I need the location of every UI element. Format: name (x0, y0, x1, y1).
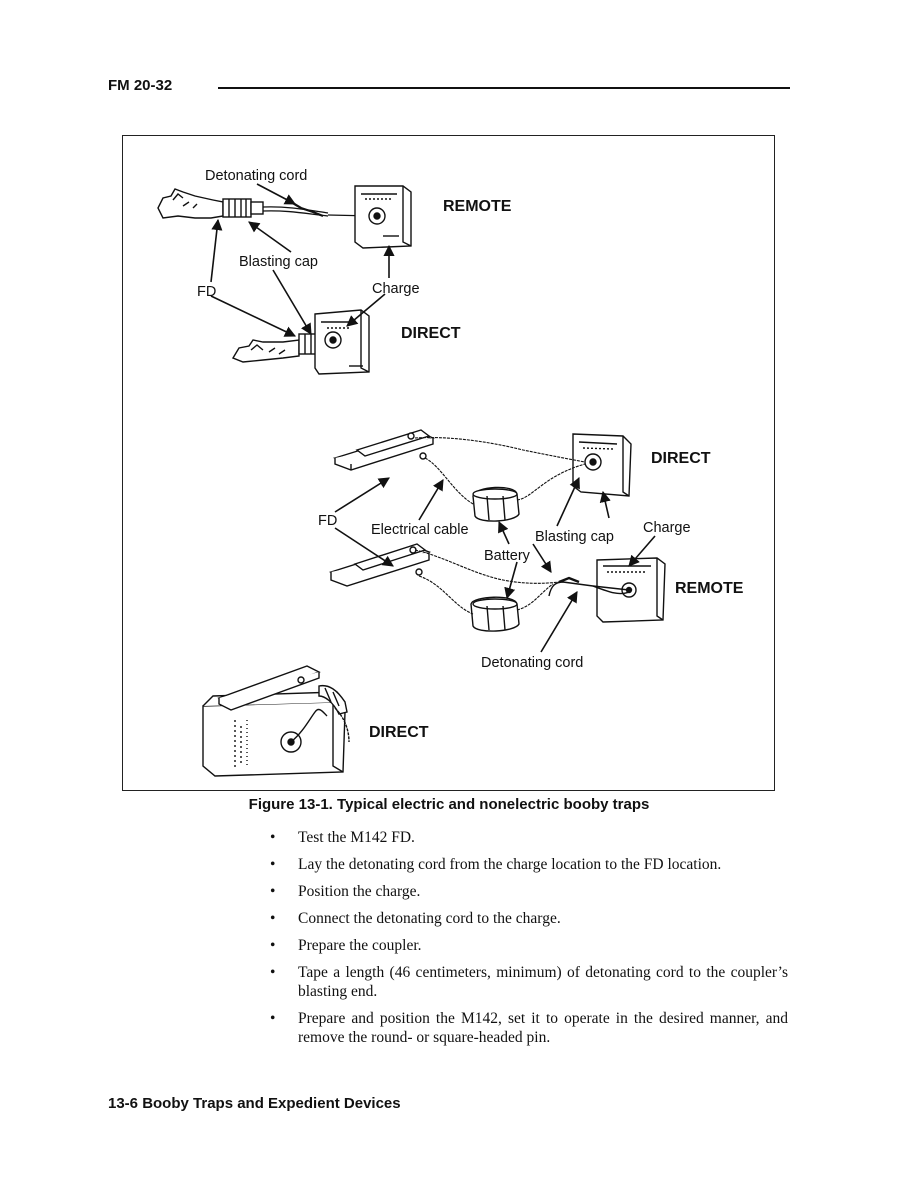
pressure-fd-upper (332, 429, 436, 471)
list-item: • Lay the detonating cord from the charge… (266, 855, 788, 874)
label-detonating-cord-mid: Detonating cord (481, 655, 583, 671)
list-item: • Connect the detonating cord to the char… (266, 909, 788, 928)
label-electrical-cable: Electrical cable (371, 522, 469, 538)
label-fd-mid: FD (318, 513, 337, 529)
detonating-cord-lower (548, 576, 630, 597)
step-text: Lay the detonating cord from the charge … (298, 856, 722, 873)
label-direct-bottom: DIRECT (369, 724, 429, 741)
arrows-top (210, 183, 395, 337)
procedure-step-list: • Test the M142 FD. • Lay the detonating c… (266, 828, 788, 1055)
label-remote-top: REMOTE (443, 198, 512, 215)
charge-block-remote-electric (596, 557, 666, 623)
fd-device-top (157, 188, 264, 219)
bullet-icon: • (270, 937, 276, 954)
figure-caption: Figure 13-1. Typical electric and nonele… (248, 796, 650, 813)
list-item: • Position the charge. (266, 882, 788, 901)
page-footer: 13-6 Booby Traps and Expedient Devices (108, 1095, 401, 1112)
pressure-fd-lower (328, 543, 432, 587)
figure-frame: Detonating cord REMOTE Blasting cap FD C… (122, 135, 775, 791)
electrical-wires-upper (414, 436, 586, 505)
list-item: • Prepare and position the M142, set it t… (266, 1009, 788, 1047)
bullet-icon: • (270, 829, 276, 846)
bullet-icon: • (270, 883, 276, 900)
step-text: Test the M142 FD. (298, 829, 415, 846)
fd-device-direct (231, 333, 324, 363)
label-remote-mid: REMOTE (675, 580, 744, 597)
charge-block-top (354, 185, 412, 249)
label-battery: Battery (484, 548, 531, 564)
label-direct-top: DIRECT (401, 325, 461, 342)
electrical-wires-lower (414, 549, 560, 615)
bullet-icon: • (270, 964, 276, 981)
label-charge-mid: Charge (643, 520, 691, 536)
document-id: FM 20-32 (108, 77, 173, 94)
list-item: • Tape a length (46 centimeters, minimum)… (266, 963, 788, 1001)
charge-block-direct (314, 309, 370, 375)
step-text: Prepare the coupler. (298, 937, 422, 954)
label-detonating-cord-top: Detonating cord (205, 168, 307, 184)
step-text: Connect the detonating cord to the charg… (298, 910, 561, 927)
step-text: Tape a length (46 centimeters, minimum) … (298, 964, 788, 1000)
detonating-cord-top (262, 201, 374, 218)
bullet-icon: • (270, 1010, 276, 1027)
bullet-icon: • (270, 910, 276, 927)
step-text: Position the charge. (298, 883, 421, 900)
list-item: • Test the M142 FD. (266, 828, 788, 847)
label-charge-top: Charge (372, 281, 420, 297)
page-header: FM 20-32 (108, 77, 790, 99)
arrows-middle (334, 476, 656, 653)
step-text: Prepare and position the M142, set it to… (298, 1010, 788, 1046)
label-blasting-cap-mid: Blasting cap (535, 529, 614, 545)
bullet-icon: • (270, 856, 276, 873)
label-direct-mid: DIRECT (651, 450, 711, 467)
header-rule (218, 87, 790, 89)
fd-on-charge-bottom (202, 665, 350, 777)
battery-lower (470, 596, 520, 632)
booby-trap-diagram: Detonating cord REMOTE Blasting cap FD C… (157, 168, 744, 777)
list-item: • Prepare the coupler. (266, 936, 788, 955)
label-blasting-cap-top: Blasting cap (239, 254, 318, 270)
battery-upper (472, 486, 520, 522)
